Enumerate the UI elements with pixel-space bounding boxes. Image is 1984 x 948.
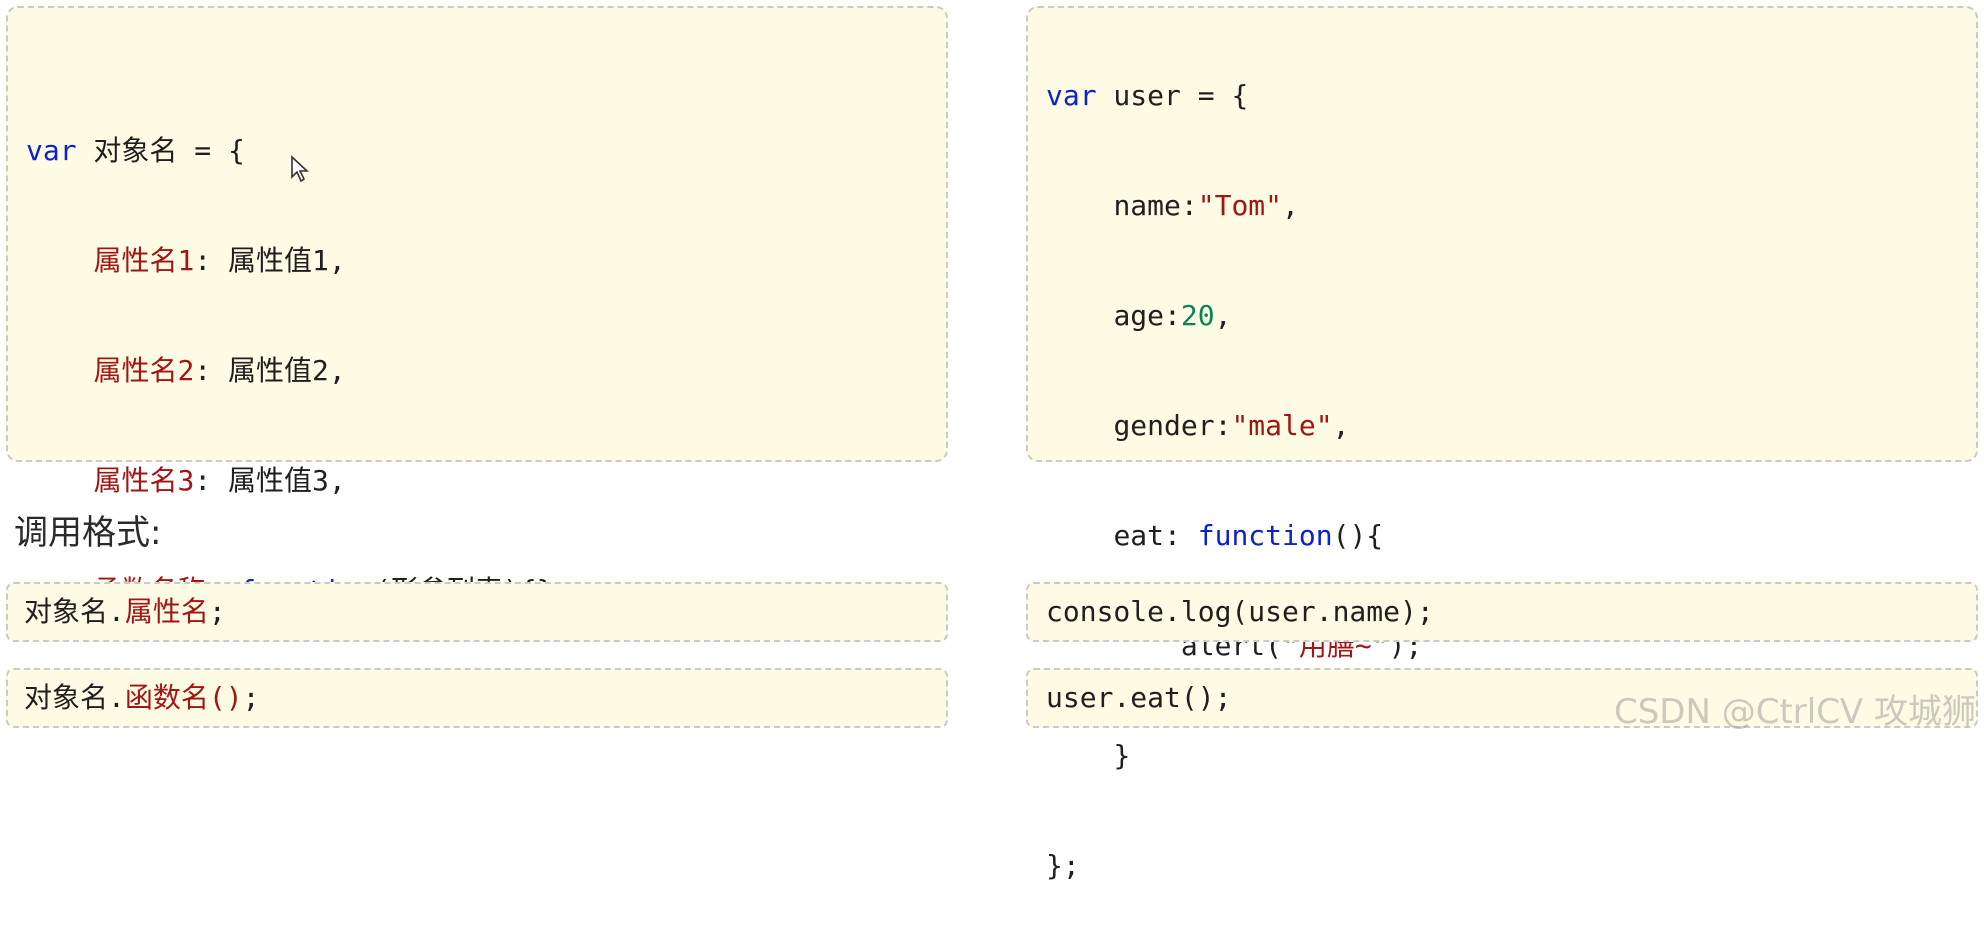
call-property-code: 对象名.属性名; — [24, 595, 226, 628]
call-property-box — [6, 582, 948, 642]
example-property-box — [1026, 582, 1978, 642]
code-line: 属性名2: 属性值2, — [93, 354, 346, 387]
call-function-box — [6, 668, 948, 728]
call-format-heading: 调用格式: — [14, 513, 162, 553]
code-line: age:20, — [1113, 299, 1232, 332]
example-code: var user = { name:"Tom", age:20, gender:… — [1046, 13, 1422, 948]
code-line: name:"Tom", — [1113, 189, 1299, 222]
call-function-code: 对象名.函数名(); — [24, 681, 260, 714]
example-code-box — [1026, 6, 1978, 462]
code-line: 属性名3: 属性值3, — [93, 464, 346, 497]
code-line: }; — [1046, 849, 1080, 882]
example-function-box — [1026, 668, 1978, 728]
watermark: CSDN @CtrlCV 攻城狮 — [1613, 692, 1976, 732]
code-line: 属性名1: 属性值1, — [93, 244, 346, 277]
example-function-code: user.eat(); — [1046, 681, 1232, 714]
mouse-cursor-icon — [291, 155, 310, 183]
code-line: eat: function(){ — [1113, 519, 1384, 552]
code-line: var 对象名 = { — [26, 134, 245, 167]
code-line: gender:"male", — [1113, 409, 1350, 442]
code-line: var user = { — [1046, 79, 1249, 112]
example-property-code: console.log(user.name); — [1046, 595, 1434, 628]
template-code-box — [6, 6, 948, 462]
code-line: } — [1113, 739, 1131, 772]
